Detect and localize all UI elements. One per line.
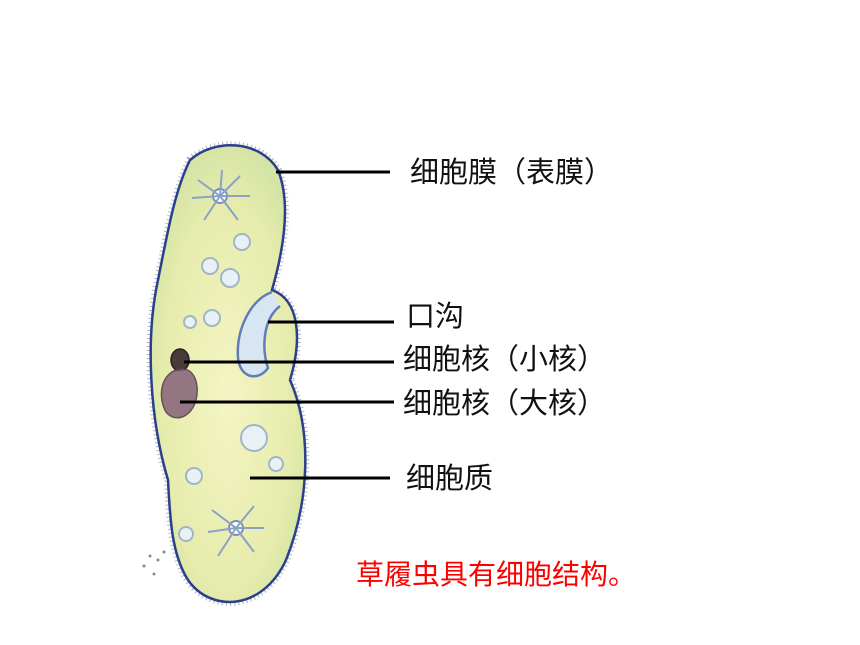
oral-groove <box>236 290 281 378</box>
cell-body <box>149 144 307 604</box>
particles <box>142 550 166 576</box>
label-micronucleus: 细胞核（小核） <box>403 342 607 376</box>
label-macronucleus: 细胞核（大核） <box>403 386 607 420</box>
label-membrane: 细胞膜（表膜） <box>410 155 614 189</box>
contractile-vacuole-bottom <box>207 505 264 557</box>
label-cytoplasm: 细胞质 <box>406 461 494 495</box>
label-oral-groove: 口沟 <box>406 299 465 333</box>
leader-lines <box>180 170 394 480</box>
paramecium-cell <box>142 141 310 606</box>
food-vacuoles <box>178 233 284 542</box>
macronucleus <box>160 368 198 419</box>
caption: 草履虫具有细胞结构。 <box>356 558 637 591</box>
contractile-vacuole-top <box>191 169 250 221</box>
micronucleus <box>170 348 190 372</box>
